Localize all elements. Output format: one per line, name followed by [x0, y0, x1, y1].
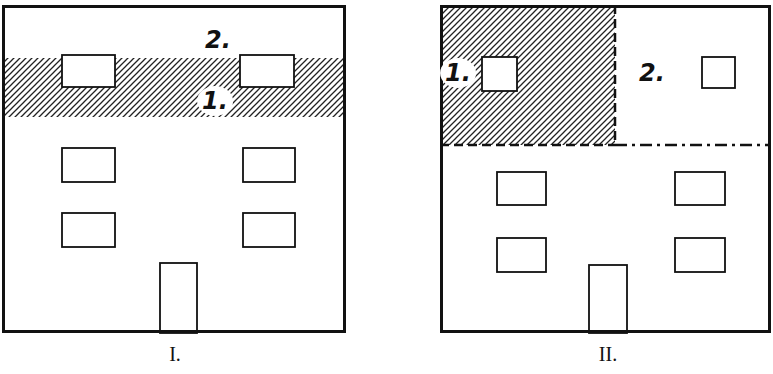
windows [62, 55, 295, 333]
figure-caption: II. [599, 344, 617, 364]
division-lines [440, 5, 770, 145]
hatched-band: 1. [5, 58, 343, 117]
house-facade: II.1.2. [440, 5, 771, 333]
callout-number: 2. [200, 25, 236, 55]
hatched-block: 1. [443, 8, 615, 145]
upper-region: 2. [5, 8, 343, 58]
house-facade: I.1.2. [2, 5, 346, 333]
upper-region: 2. [615, 8, 771, 145]
callout-number: 1. [197, 86, 233, 116]
callout-number: 2. [634, 58, 670, 88]
hatched-block [440, 5, 615, 145]
figure-caption: I. [169, 344, 181, 364]
callout-number: 1. [440, 58, 476, 88]
windows [482, 57, 735, 333]
